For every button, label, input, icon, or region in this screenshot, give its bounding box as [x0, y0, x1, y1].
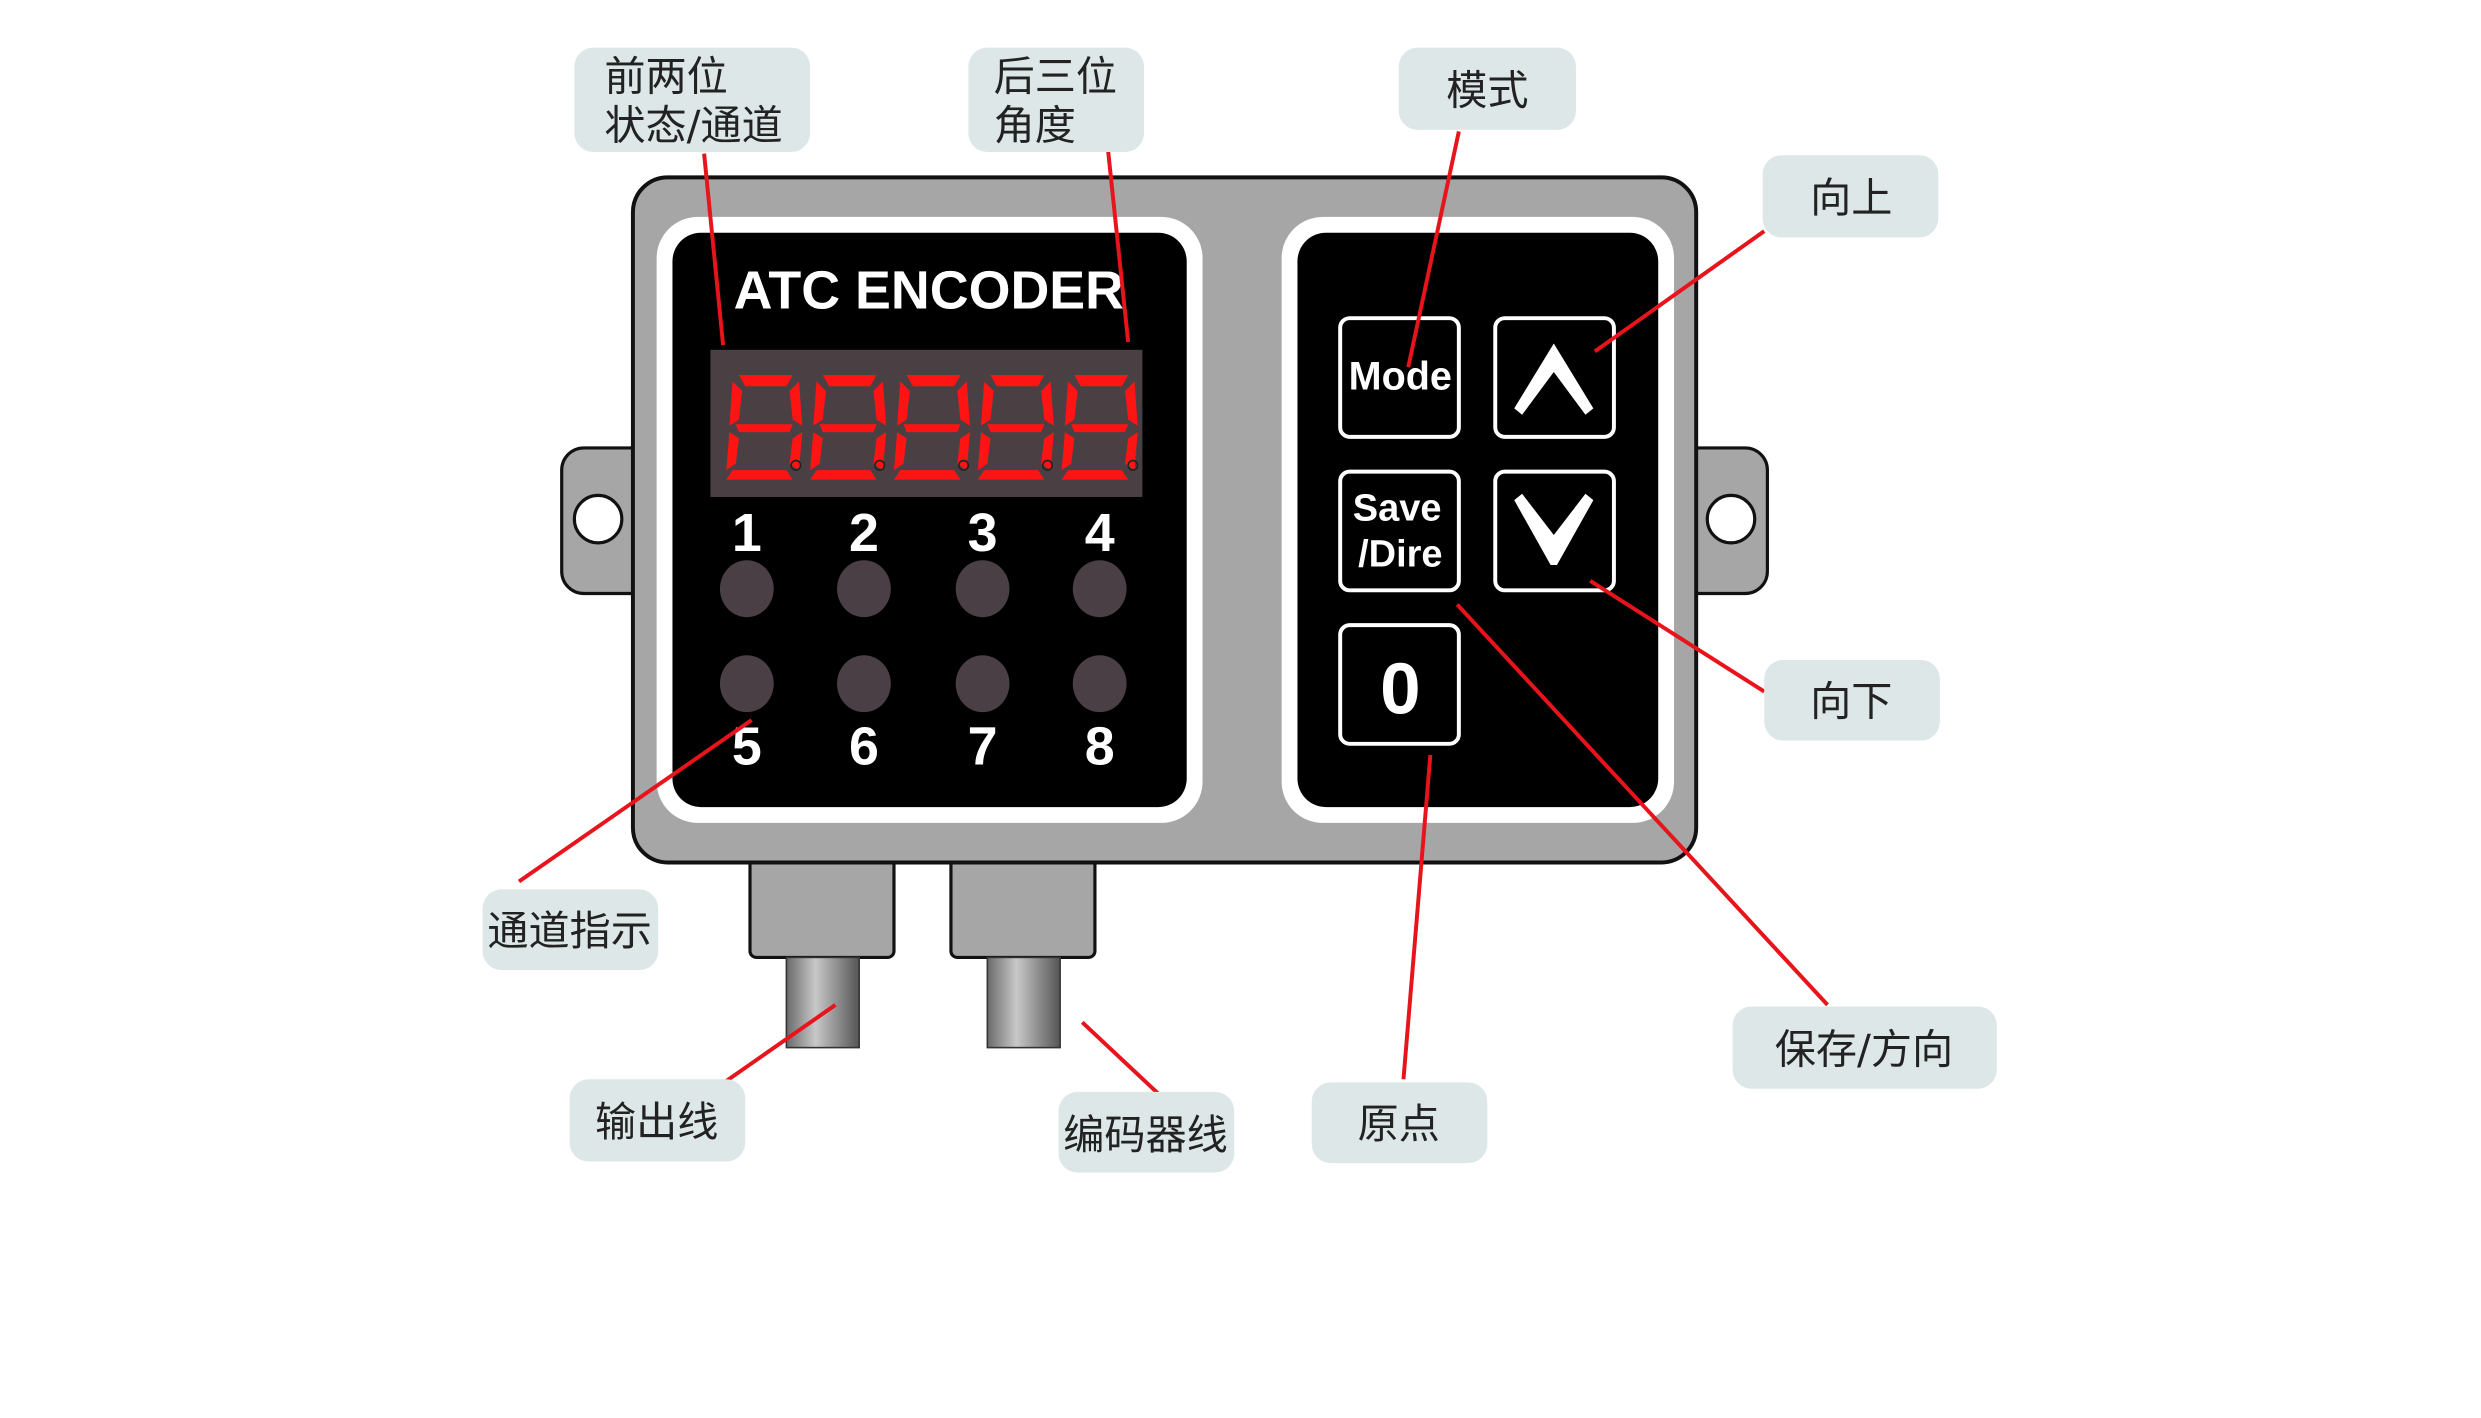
up-button[interactable] — [1493, 316, 1616, 439]
callout-text: 向上 — [1810, 174, 1892, 222]
keypad-panel: Mode Save /Dire 0 — [1281, 216, 1675, 823]
callout-first-two-digits: 前两位 状态/通道 — [574, 47, 811, 153]
channel-number: 6 — [849, 716, 879, 776]
decimal-points — [790, 459, 1139, 471]
chevron-up-icon — [1514, 343, 1594, 415]
callout-text: 模式 — [1446, 67, 1528, 115]
save-direction-button[interactable]: Save /Dire — [1338, 469, 1461, 593]
mount-hole — [572, 493, 624, 545]
zero-button-label: 0 — [1380, 649, 1420, 730]
channel-led-2 — [837, 560, 891, 618]
chevron-down-icon — [1514, 493, 1594, 566]
mode-button-label: Mode — [1349, 354, 1452, 398]
encoder-connector — [949, 852, 1097, 1049]
channel-led-8 — [1072, 655, 1127, 713]
mode-button[interactable]: Mode — [1338, 316, 1461, 439]
direction-button-label: /Dire — [1358, 534, 1442, 576]
leader-lines — [517, 131, 1829, 1097]
callout-text: 保存/方向 — [1775, 1025, 1953, 1073]
callout-text: 状态/通道 — [604, 101, 782, 149]
callout-text: 向下 — [1810, 677, 1892, 725]
callout-text: 输出线 — [595, 1098, 718, 1146]
channel-number: 3 — [968, 503, 998, 563]
callout-text: 编码器线 — [1063, 1111, 1228, 1159]
mount-hole — [1705, 493, 1757, 545]
callout-channel-indicator: 通道指示 — [482, 889, 659, 971]
channel-number: 1 — [732, 503, 762, 563]
channel-led-4 — [1072, 560, 1127, 618]
channel-led-6 — [837, 655, 891, 713]
callout-up: 向上 — [1762, 155, 1939, 238]
channel-led-1 — [719, 560, 774, 618]
channel-number: 7 — [968, 716, 998, 776]
channel-number: 4 — [1085, 503, 1115, 563]
callout-save-direction: 保存/方向 — [1732, 1006, 1997, 1089]
callout-encoder-cable: 编码器线 — [1058, 1091, 1235, 1173]
down-button[interactable] — [1493, 469, 1616, 593]
callout-text: 前两位 — [604, 52, 727, 100]
callout-text: 后三位 — [994, 52, 1117, 100]
callout-text: 通道指示 — [487, 907, 652, 955]
callout-text: 原点 — [1358, 1100, 1440, 1148]
channel-led-3 — [955, 560, 1010, 618]
channel-led-7 — [955, 655, 1010, 713]
channel-number: 8 — [1085, 716, 1115, 776]
callout-output-cable: 输出线 — [569, 1079, 746, 1162]
channel-led-5 — [719, 655, 774, 713]
output-connector — [748, 852, 896, 1049]
save-button-label: Save — [1353, 488, 1442, 530]
callout-origin: 原点 — [1311, 1082, 1488, 1164]
origin-zero-button[interactable]: 0 — [1338, 623, 1461, 746]
display-panel: ATC ENCODER 1 2 3 4 5 6 7 8 — [656, 216, 1203, 823]
callout-text: 角度 — [994, 101, 1076, 149]
callout-mode: 模式 — [1398, 47, 1576, 130]
callout-down: 向下 — [1764, 659, 1940, 741]
channel-number: 5 — [732, 716, 762, 776]
channel-number: 2 — [849, 503, 879, 563]
device-title: ATC ENCODER — [734, 261, 1124, 321]
callout-last-three-digits: 后三位 角度 — [968, 47, 1144, 153]
